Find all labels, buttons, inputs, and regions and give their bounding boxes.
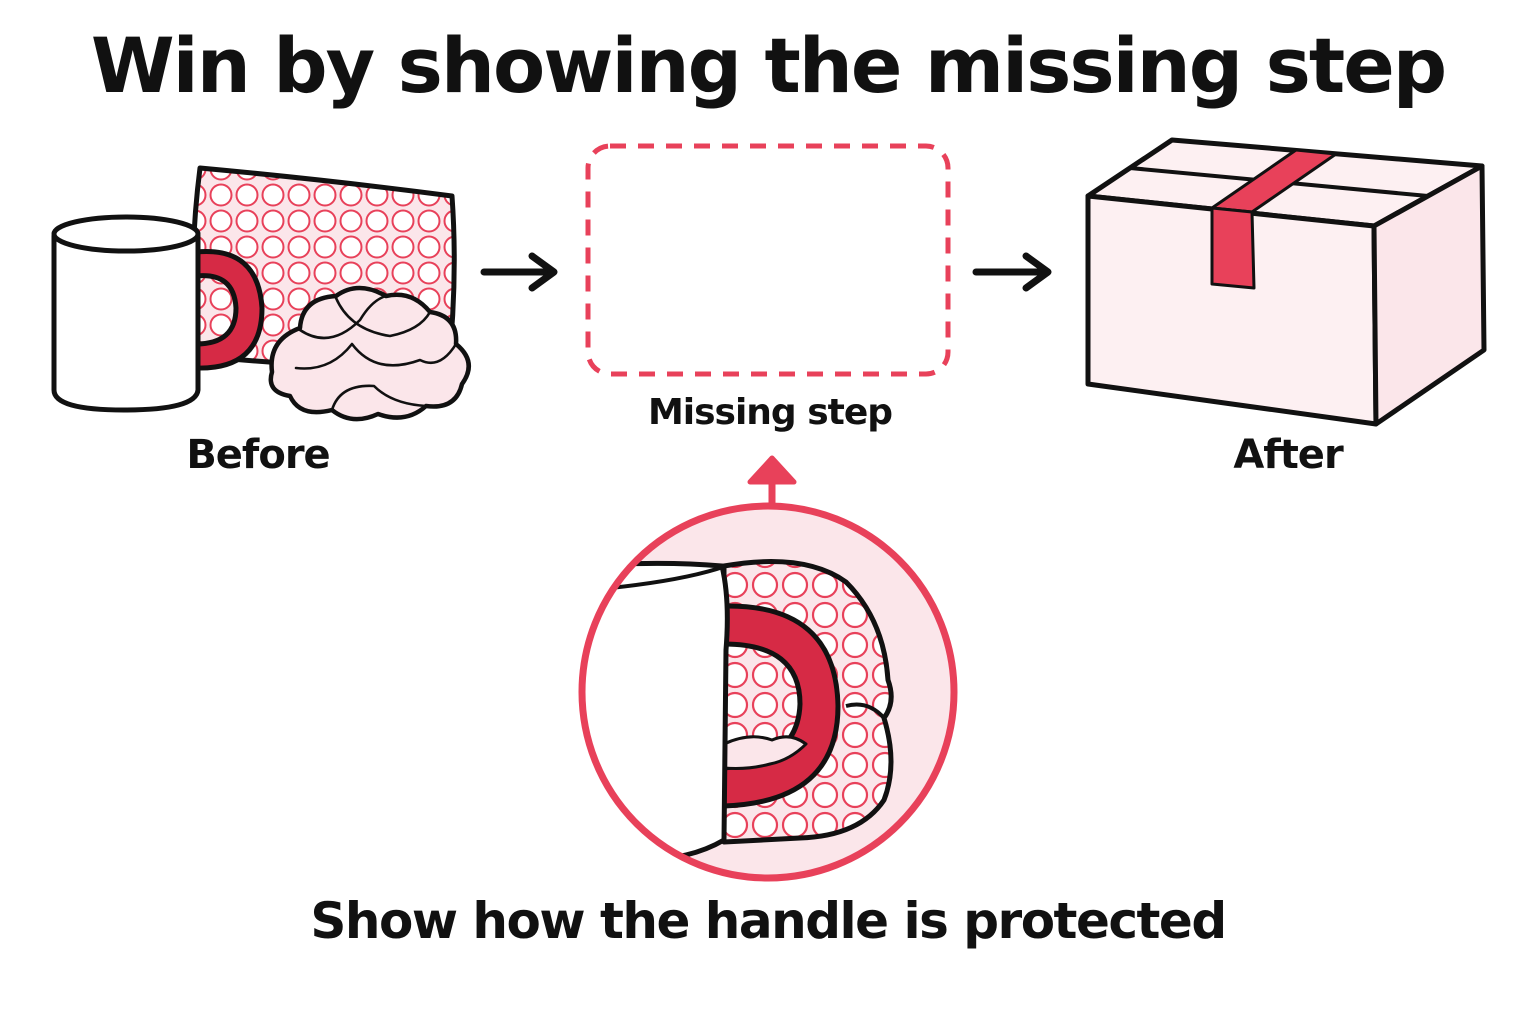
zoom-circle [578,502,958,882]
mug-icon [51,233,201,413]
arrow-right-icon [480,252,558,292]
after-label: After [1233,432,1343,478]
mug-rim [51,214,201,254]
crumpled-paper-icon [722,735,808,770]
arrow-right-icon [972,252,1052,292]
missing-step-placeholder [585,143,951,377]
missing-step-label: Missing step [647,392,893,433]
packing-tape [1210,206,1256,290]
zoom-detail-handle [578,502,958,882]
before-illustration [51,165,471,422]
crumpled-paper-icon [268,285,471,422]
before-label: Before [186,432,330,478]
caption: Show how the handle is protected [310,892,1227,950]
shipping-box-icon [1085,137,1487,427]
page-title: Win by showing the missing step [90,21,1447,110]
